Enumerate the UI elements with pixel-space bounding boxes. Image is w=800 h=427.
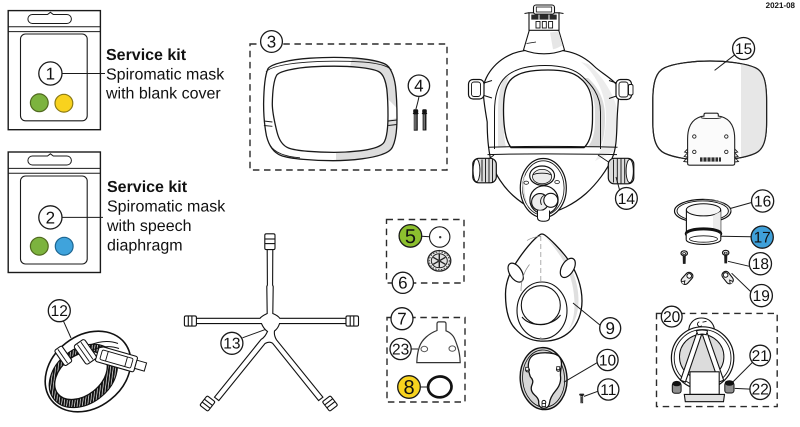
svg-text:9: 9	[605, 319, 614, 338]
svg-text:Spiromatic mask: Spiromatic mask	[106, 66, 225, 83]
svg-text:14: 14	[618, 191, 636, 208]
svg-text:16: 16	[754, 193, 771, 210]
svg-text:with blank cover: with blank cover	[105, 86, 221, 103]
svg-text:2021-08: 2021-08	[766, 1, 796, 10]
svg-text:15: 15	[735, 41, 752, 58]
svg-text:12: 12	[51, 303, 68, 320]
svg-text:with speech: with speech	[106, 218, 192, 235]
svg-text:2: 2	[46, 208, 55, 227]
svg-text:Service kit: Service kit	[106, 47, 187, 64]
svg-text:11: 11	[600, 382, 616, 399]
svg-text:19: 19	[753, 288, 770, 305]
svg-text:6: 6	[398, 274, 407, 293]
svg-text:20: 20	[663, 309, 681, 326]
svg-text:18: 18	[752, 256, 769, 273]
svg-text:4: 4	[414, 77, 423, 96]
svg-text:1: 1	[46, 64, 55, 83]
svg-text:13: 13	[223, 336, 240, 353]
svg-text:3: 3	[267, 32, 276, 51]
svg-text:22: 22	[752, 382, 769, 399]
svg-text:diaphragm: diaphragm	[107, 237, 183, 254]
svg-text:23: 23	[392, 341, 409, 358]
svg-text:17: 17	[754, 230, 771, 247]
svg-text:Service kit: Service kit	[107, 179, 188, 196]
svg-text:10: 10	[599, 352, 617, 369]
svg-text:8: 8	[403, 377, 414, 399]
svg-text:5: 5	[405, 226, 416, 248]
svg-text:7: 7	[397, 310, 406, 329]
svg-text:21: 21	[752, 348, 769, 365]
svg-text:Spiromatic mask: Spiromatic mask	[107, 199, 226, 216]
